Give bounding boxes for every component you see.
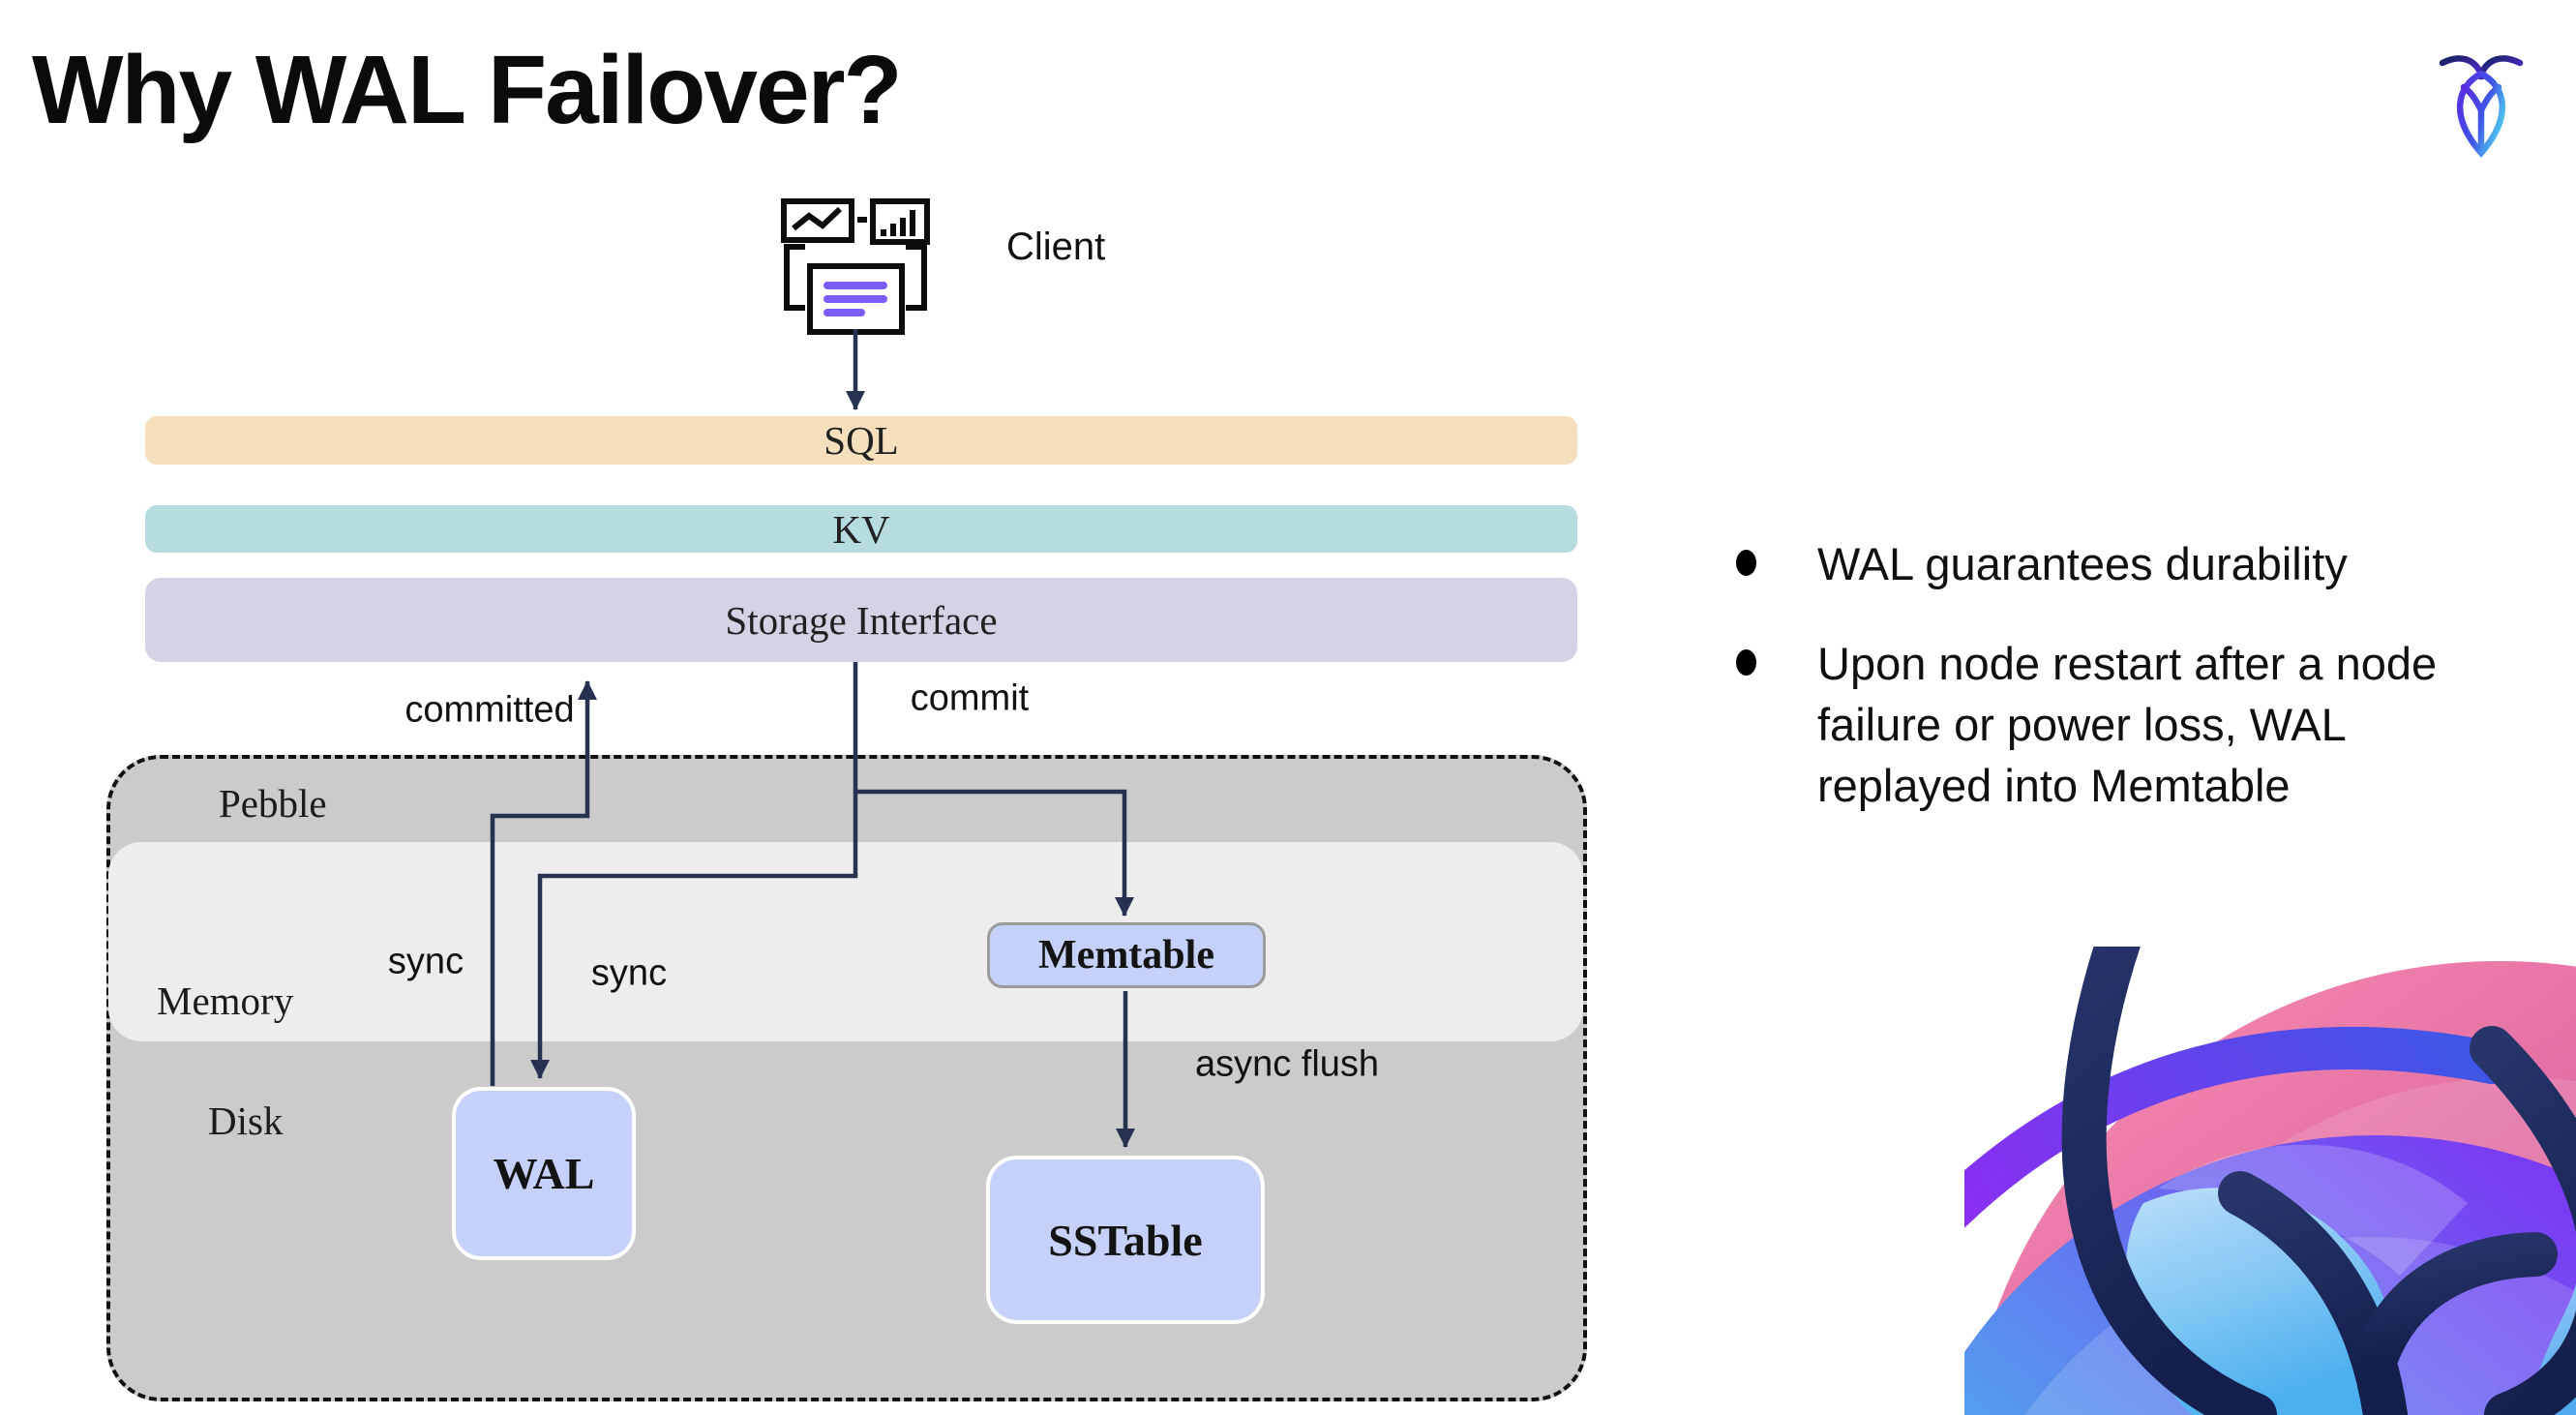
page-title: Why WAL Failover? — [32, 36, 903, 144]
disk-label: Disk — [208, 1099, 284, 1143]
brand-stem — [2218, 1171, 2408, 1415]
cockroachdb-logo-icon — [2439, 55, 2524, 158]
edge-label-sync-right: sync — [590, 952, 668, 994]
edge-label-async-flush: async flush — [1194, 1043, 1380, 1085]
layer-kv: KV — [145, 505, 1577, 553]
wal-box: WAL — [452, 1087, 636, 1260]
client-icon — [781, 198, 930, 335]
bullet-list: WAL guarantees durability Upon node rest… — [1734, 533, 2479, 855]
bullet-text: Upon node restart after a node failure o… — [1817, 638, 2438, 811]
list-item: WAL guarantees durability — [1734, 533, 2475, 594]
brand-antenna-arc — [1964, 1027, 2513, 1228]
layer-storage-interface: Storage Interface — [145, 578, 1577, 662]
brand-stem-branch — [2355, 1232, 2558, 1375]
brand-body-right-arc — [2470, 1026, 2576, 1415]
memory-band — [108, 842, 1583, 1041]
pebble-label: Pebble — [219, 781, 327, 826]
list-item: Upon node restart after a node failure o… — [1734, 633, 2475, 816]
cockroachdb-brand-graphic — [1964, 947, 2576, 1415]
memory-label: Memory — [157, 978, 294, 1023]
client-linechart-glyph — [792, 206, 843, 231]
sstable-box: SSTable — [986, 1156, 1265, 1324]
client-chart-window — [781, 198, 854, 243]
bullet-dot — [1736, 649, 1756, 676]
memtable-box: Memtable — [987, 922, 1266, 988]
edge-label-commit: commit — [910, 677, 1030, 719]
logo-stem — [2460, 83, 2502, 154]
client-bracket-left — [784, 244, 805, 311]
bullet-dot — [1736, 550, 1756, 576]
edge-label-committed: committed — [404, 689, 575, 731]
client-bracket-right — [906, 244, 927, 311]
brand-body-left-arc — [2061, 947, 2277, 1415]
edge-label-sync-left: sync — [387, 941, 464, 982]
client-label: Client — [1006, 226, 1106, 268]
bullet-text: WAL guarantees durability — [1817, 538, 2348, 589]
layer-sql: SQL — [145, 416, 1577, 465]
